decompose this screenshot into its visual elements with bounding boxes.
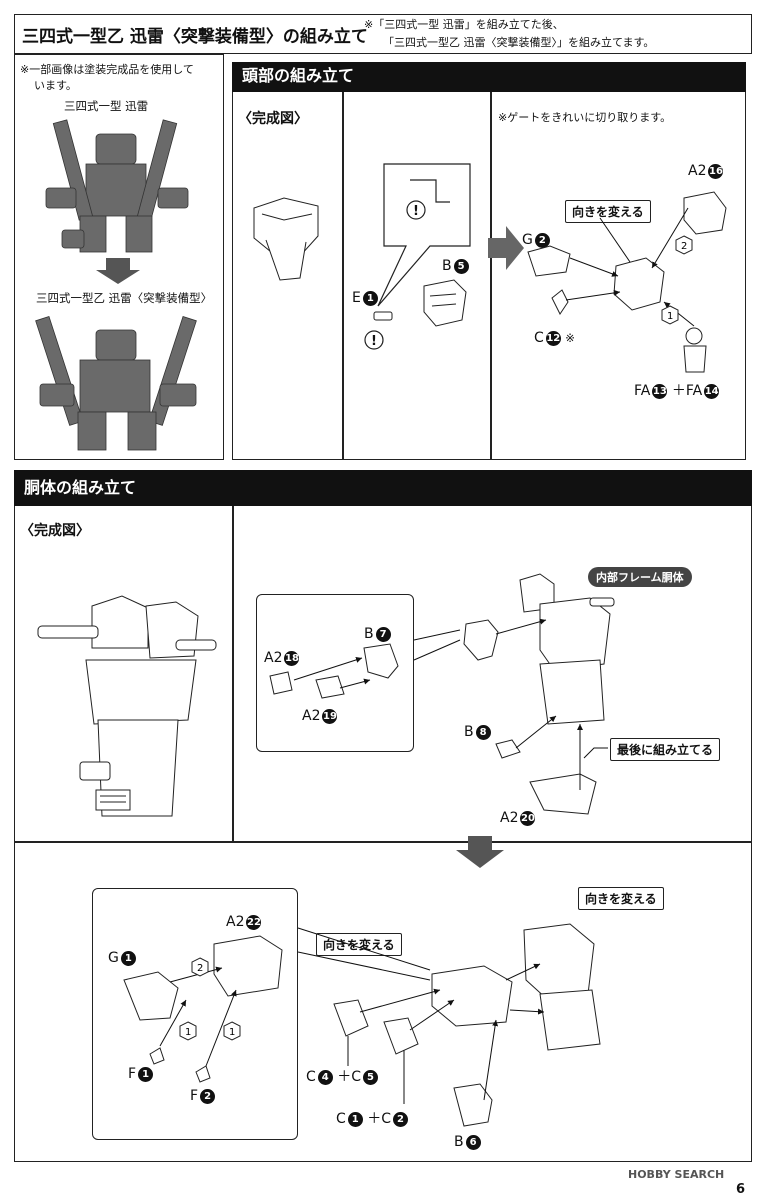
- model-after-label: 三四式一型乙 迅雷〈突撃装備型〉: [36, 291, 213, 305]
- step2-change-direction-callout-1: 向きを変える: [316, 933, 402, 956]
- inner-frame-tag: 内部フレーム胴体: [588, 567, 692, 587]
- page-number: 6: [736, 1182, 746, 1197]
- body-subassembly-box: [256, 594, 414, 752]
- step2-change-direction-callout-2: 向きを変える: [578, 887, 664, 910]
- body-section-title: 胴体の組み立て: [14, 470, 752, 506]
- reference-note-1: ※一部画像は塗装完成品を使用して: [20, 63, 194, 76]
- page-title: 三四式一型乙 迅雷〈突撃装備型〉の組み立て: [22, 27, 368, 47]
- body-divider: [232, 506, 234, 842]
- head-completed-label: 〈完成図〉: [238, 111, 308, 127]
- gate-note: ※ゲートをきれいに切り取ります。: [498, 111, 672, 124]
- head-change-direction-callout: 向きを変える: [565, 200, 651, 223]
- last-assemble-callout: 最後に組み立てる: [610, 738, 721, 761]
- header-note-1: ※「三四式一型 迅雷」を組み立てた後、: [364, 18, 564, 31]
- head-section-title: 頭部の組み立て: [232, 62, 746, 92]
- reference-panel: [14, 54, 224, 460]
- body-completed-label: 〈完成図〉: [20, 523, 90, 539]
- model-before-label: 三四式一型 迅雷: [64, 99, 149, 113]
- head-divider-2: [490, 92, 492, 460]
- header-note-2: 「三四式一型乙 迅雷〈突撃装備型〉」を組み立てます。: [383, 36, 655, 49]
- head-divider-1: [342, 92, 344, 460]
- reference-note-2: います。: [34, 79, 77, 92]
- watermark: HOBBY SEARCH: [628, 1168, 725, 1181]
- header-box: [14, 14, 752, 54]
